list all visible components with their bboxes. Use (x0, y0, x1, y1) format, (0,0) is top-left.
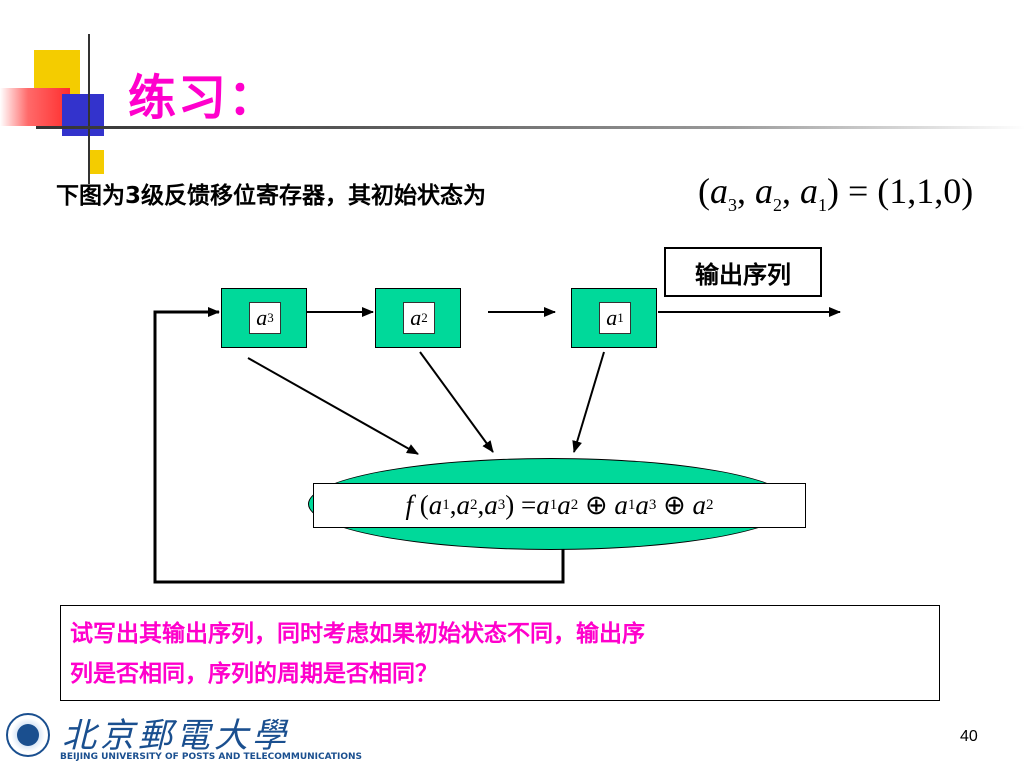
university-name-english: BEIJING UNIVERSITY OF POSTS AND TELECOMM… (60, 752, 363, 762)
xor-operator-2: ⊕ (663, 490, 686, 520)
decor-blue-square (62, 94, 104, 136)
init-a3: a (710, 171, 728, 211)
slide-title: 练习： (128, 70, 279, 126)
decor-red-bar (0, 88, 70, 126)
init-a1-sub: 1 (818, 195, 827, 216)
tap-a2 (419, 351, 494, 453)
decor-yellow-small-square (88, 150, 104, 174)
tap-a3 (247, 357, 419, 455)
init-a3-sub: 3 (728, 195, 737, 216)
decor-vertical-line (88, 34, 90, 184)
initial-state-formula: (a3, a2, a1) = (1,1,0) (698, 171, 974, 216)
feedback-loop (153, 307, 565, 584)
university-name-chinese: 北京郵電大學 (62, 716, 290, 756)
problem-text: 下图为3级反馈移位寄存器，其初始状态为 (56, 183, 487, 209)
page-number: 40 (960, 728, 978, 745)
problem-statement: 下图为3级反馈移位寄存器，其初始状态为 (56, 176, 486, 210)
question-line-2: 列是否相同，序列的周期是否相同？ (70, 661, 438, 687)
init-a2: a (755, 171, 773, 211)
title-underline (36, 126, 1024, 129)
init-values: (1,1,0) (877, 171, 974, 211)
init-a2-sub: 2 (773, 195, 782, 216)
xor-operator-1: ⊕ (584, 490, 608, 520)
university-seal-icon (6, 713, 50, 757)
output-sequence-label: 输出序列 (664, 247, 822, 297)
question-line-1: 试写出其输出序列，同时考虑如果初始状态不同，输出序 (70, 621, 645, 647)
tap-a1 (572, 351, 605, 453)
init-a1: a (800, 171, 818, 211)
question-box: 试写出其输出序列，同时考虑如果初始状态不同，输出序 列是否相同，序列的周期是否相… (60, 605, 940, 701)
